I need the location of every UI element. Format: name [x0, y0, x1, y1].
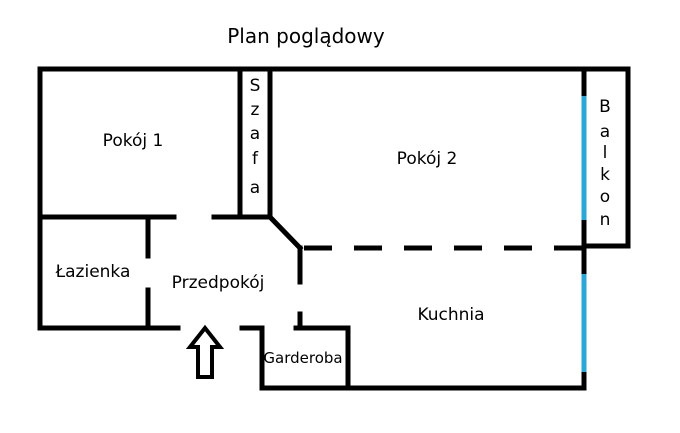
szafa-letter: f: [252, 149, 259, 169]
room-label-pokoj2: Pokój 2: [397, 149, 458, 169]
balkon-letter: o: [600, 187, 610, 207]
balkon-label: B a l k o n: [599, 97, 611, 230]
szafa-letter: a: [250, 178, 260, 198]
room-label-lazienka: Łazienka: [55, 262, 131, 282]
entrance-arrow-icon: [185, 324, 225, 379]
balkon-letter: B: [599, 97, 611, 117]
szafa-letter: S: [250, 76, 261, 96]
walls: [37, 66, 631, 391]
szafa-letter: z: [251, 100, 260, 120]
room-label-przedpokoj: Przedpokój: [172, 273, 265, 293]
szafa-label: S z a f a: [250, 76, 261, 198]
balkon-letter: l: [603, 143, 608, 163]
balkon-letter: a: [600, 122, 610, 142]
room-label-pokoj1: Pokój 1: [103, 131, 164, 151]
page-title: Plan poglądowy: [227, 24, 385, 48]
balkon-letter: n: [600, 210, 611, 230]
balkon-letter: k: [600, 165, 610, 185]
room-label-garderoba: Garderoba: [263, 349, 342, 367]
room-label-kuchnia: Kuchnia: [417, 305, 484, 325]
szafa-letter: a: [250, 124, 260, 144]
